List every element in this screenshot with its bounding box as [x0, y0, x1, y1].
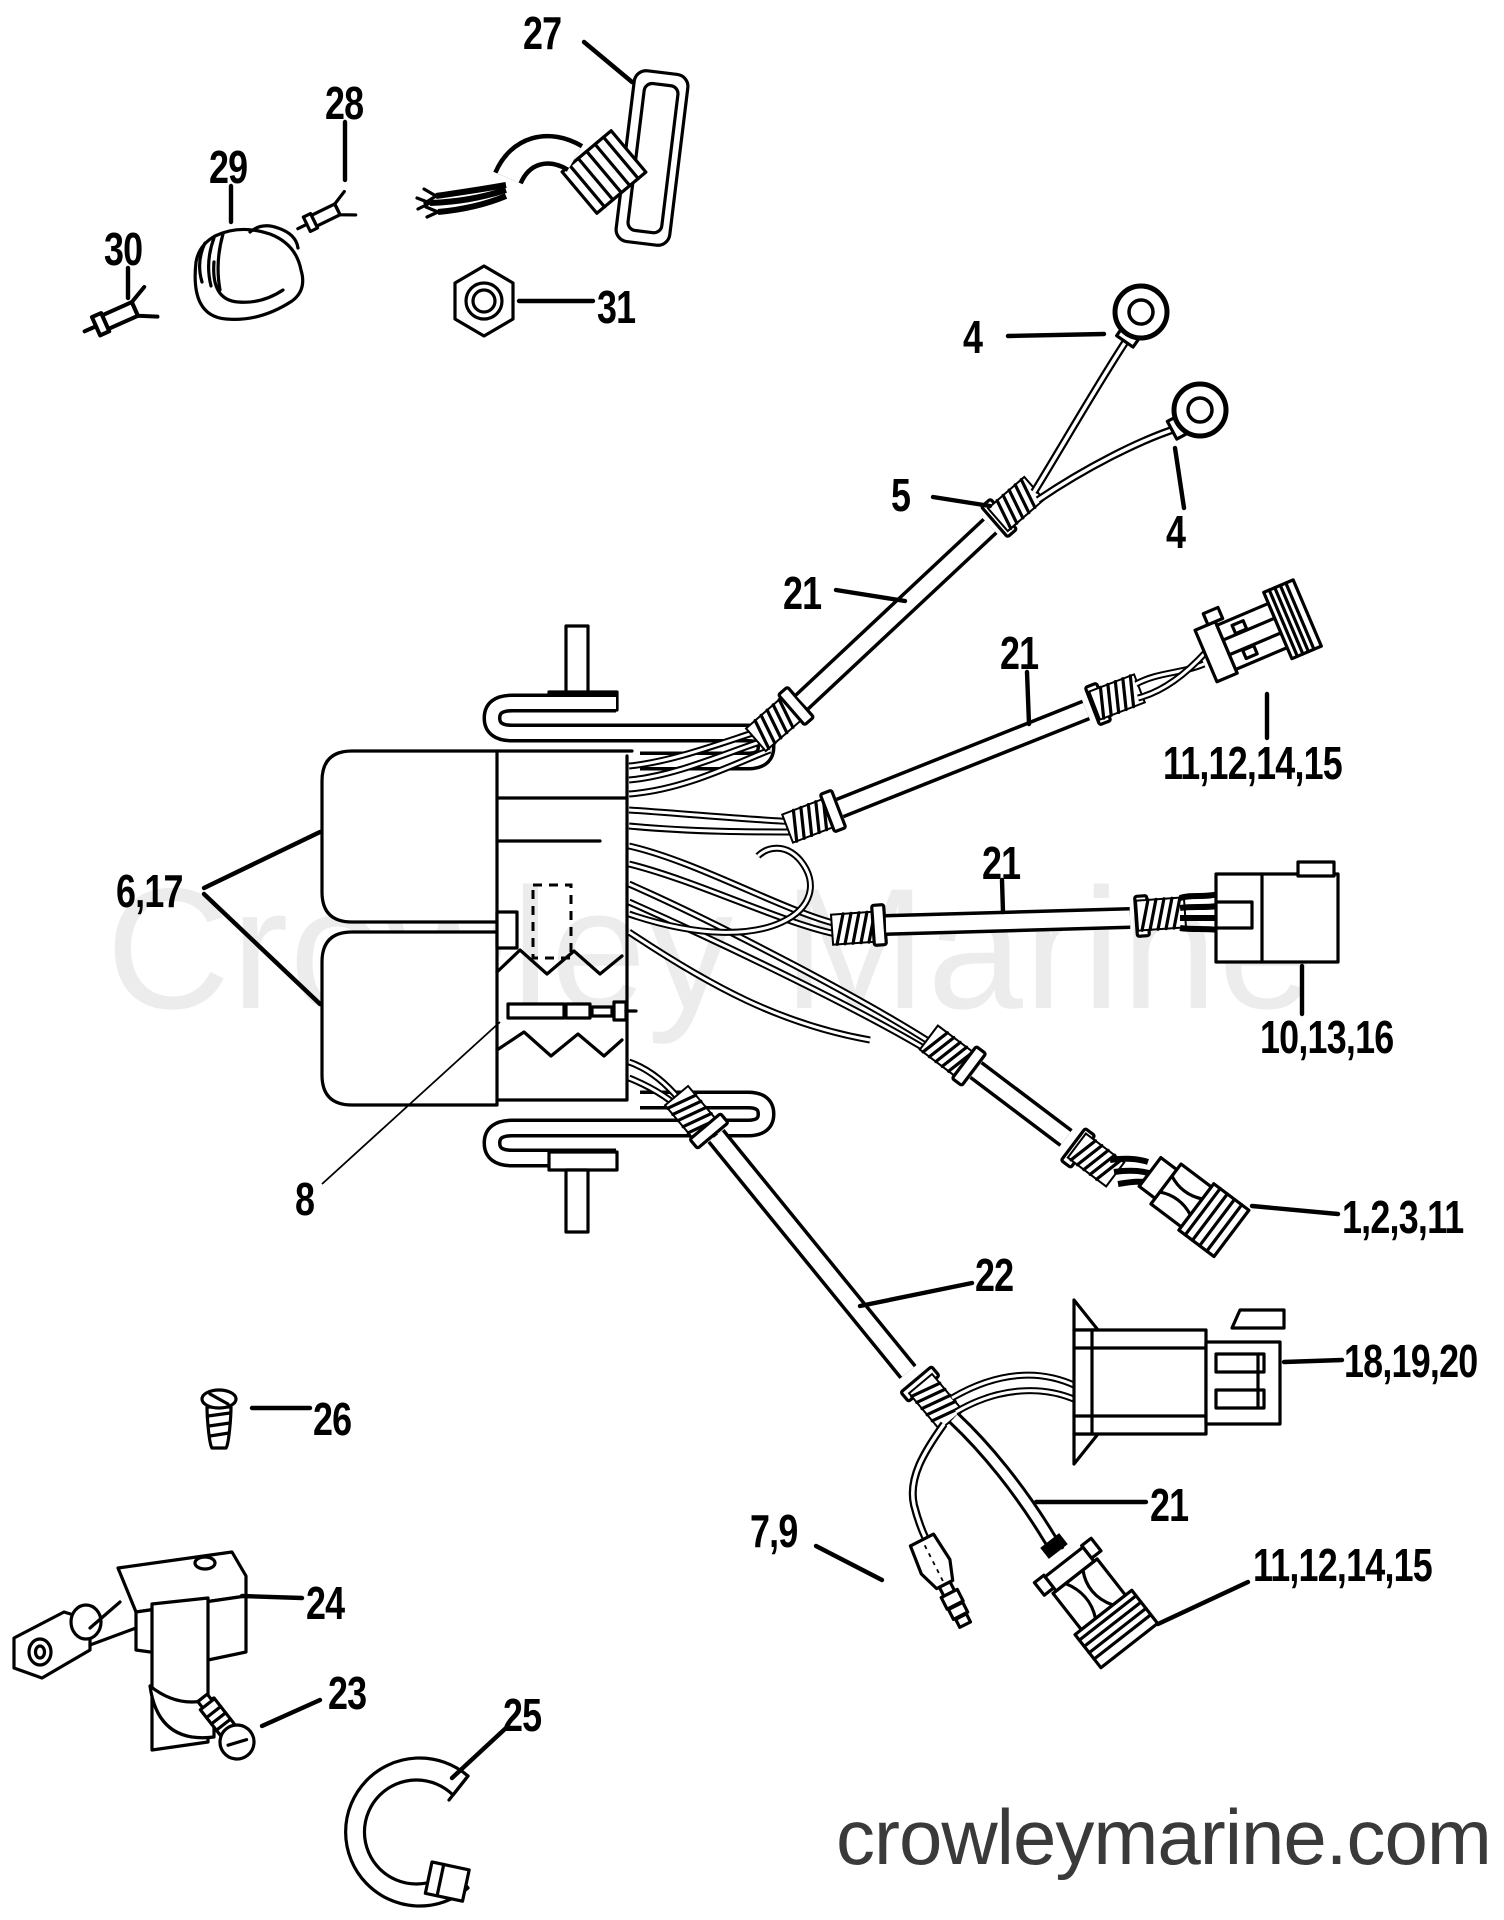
callout-22: 22: [975, 1249, 1014, 1301]
callout-7-9: 7,9: [750, 1505, 798, 1557]
callout-30: 30: [104, 223, 143, 275]
connector-bullet-1-2-3-11: [1137, 1156, 1251, 1259]
harness-body: [320, 624, 776, 1234]
callout-8: 8: [295, 1173, 315, 1225]
callout-1-2-3-11: 1,2,3,11: [1342, 1191, 1464, 1243]
terminal-pin-30: [82, 284, 160, 338]
callout-21b: 21: [1000, 627, 1039, 679]
terminal-pin-28: [296, 189, 358, 234]
connector-housing-18-19-20: [1072, 1298, 1286, 1466]
watermark-text: Crowley Marine: [106, 853, 1315, 1045]
clamp-25: [344, 1756, 471, 1908]
branch-connector-middle: [829, 860, 1340, 964]
connector-boot-29: [193, 224, 305, 321]
terminal-pin-8: [506, 1000, 638, 1022]
branch-connector-lower: [918, 1023, 1251, 1259]
hex-nut-31: [453, 264, 515, 338]
website-text: crowleymarine.com: [836, 1793, 1492, 1881]
callout-6-17: 6,17: [116, 865, 183, 917]
screw-23: [196, 1692, 256, 1761]
callout-26: 26: [313, 1393, 352, 1445]
callout-25: 25: [503, 1689, 542, 1741]
callout-21c: 21: [982, 837, 1021, 889]
callout-4b: 4: [1166, 506, 1186, 558]
connector-block-10-13-16: [1214, 860, 1340, 964]
ring-terminal-4b: [1174, 384, 1226, 436]
callout-10-13-16: 10,13,16: [1260, 1011, 1394, 1063]
connector-bullet-11-12-14-15-b: [1032, 1536, 1160, 1670]
branch-ring-terminals: [744, 286, 1226, 753]
callout-28: 28: [325, 77, 364, 129]
callout-31: 31: [597, 281, 636, 333]
ring-terminal-4a: [1115, 286, 1167, 338]
callout-27: 27: [523, 7, 562, 59]
callout-29: 29: [209, 141, 248, 193]
bracket-24: [12, 1550, 248, 1752]
connector-plug-27: [415, 69, 690, 247]
leader-lines: [125, 39, 1345, 1781]
screw-26: [200, 1388, 238, 1450]
probe-7-9: [908, 1532, 973, 1629]
callout-23: 23: [328, 1667, 367, 1719]
callout-11a: 11,12,14,15: [1163, 737, 1343, 789]
callout-24: 24: [306, 1577, 345, 1629]
callout-4a: 4: [963, 311, 983, 363]
callout-11b: 11,12,14,15: [1253, 1539, 1433, 1591]
callout-5: 5: [891, 469, 911, 521]
callout-21a: 21: [783, 567, 822, 619]
branch-connector-top: [780, 578, 1323, 845]
branch-lower-harness: [663, 1084, 1286, 1670]
connector-bullet-11-12-14-15-a: [1193, 578, 1323, 684]
callout-18-19-20: 18,19,20: [1344, 1335, 1478, 1387]
callout-21e: 21: [1150, 1479, 1189, 1531]
